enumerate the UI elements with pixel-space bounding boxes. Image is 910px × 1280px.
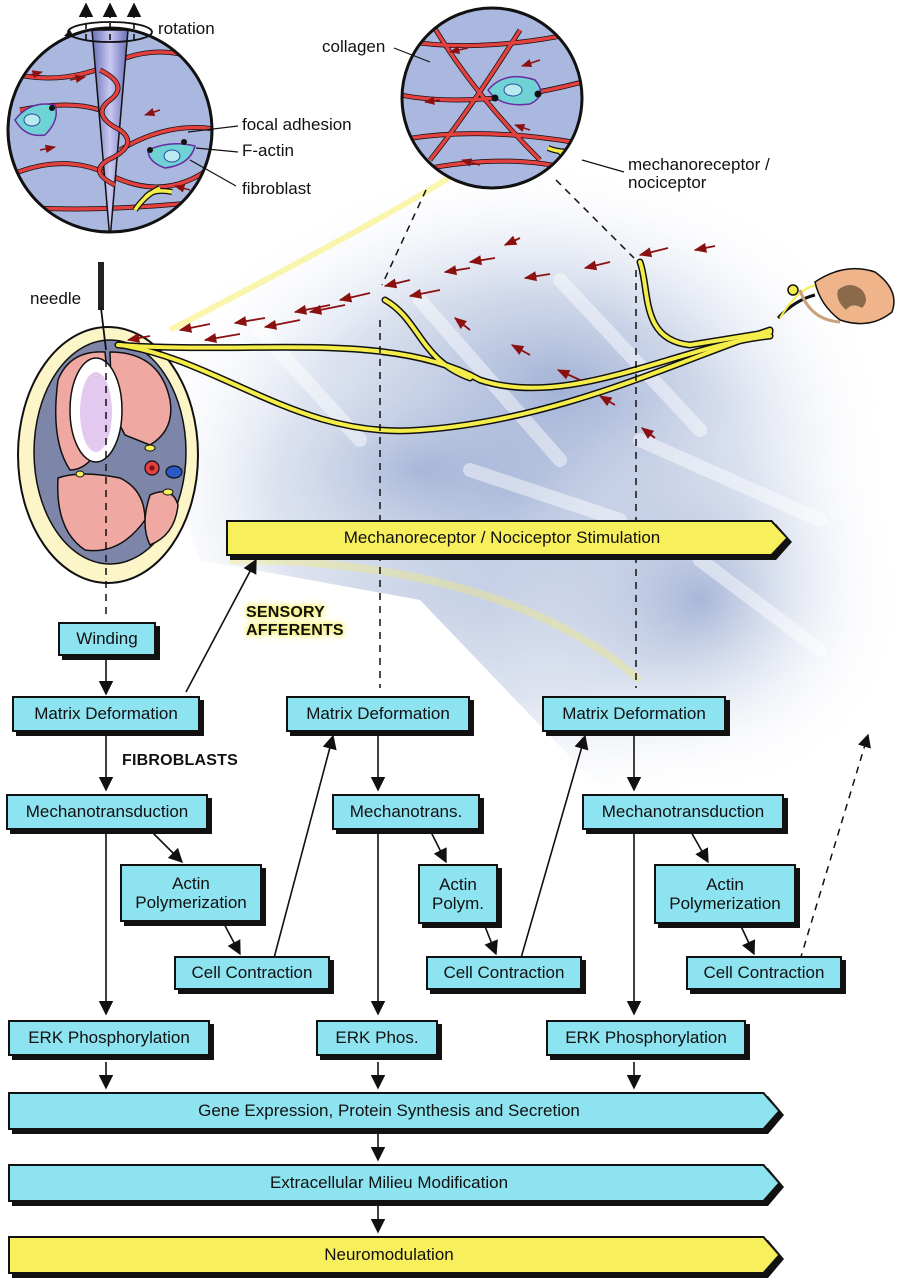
gene-expression-label: Gene Expression, Protein Synthesis and S… <box>10 1094 778 1128</box>
polymerization-label-2: Polym. <box>432 894 484 913</box>
sensory-heading-line2: AFFERENTS <box>246 622 344 640</box>
stimulation-banner: Mechanoreceptor / Nociceptor Stimulation <box>226 520 788 556</box>
erk-phosphorylation-box-3: ERK Phosphorylation <box>546 1020 746 1056</box>
mechanotransduction-box-3: Mechanotransduction <box>582 794 784 830</box>
matrix-deformation-box-1: Matrix Deformation <box>12 696 200 732</box>
nociceptor-label: nociceptor <box>628 173 707 192</box>
spinal-cord <box>776 267 895 325</box>
mechanotransduction-box-1: Mechanotransduction <box>6 794 208 830</box>
f-actin-label: F-actin <box>242 141 294 160</box>
matrix-deformation-box-3: Matrix Deformation <box>542 696 726 732</box>
polymerization-label-1: Polymerization <box>135 893 247 912</box>
actin-label-2: Actin <box>439 874 477 894</box>
polymerization-label-3: Polymerization <box>669 894 781 913</box>
gene-expression-banner: Gene Expression, Protein Synthesis and S… <box>8 1092 780 1130</box>
actin-polymerization-box-2: Actin Polym. <box>418 864 498 924</box>
fibroblasts-heading: FIBROBLASTS <box>122 752 238 769</box>
focal-adhesion-label: focal adhesion <box>242 115 352 134</box>
mechanotransduction-box-2: Mechanotrans. <box>332 794 480 830</box>
needle <box>98 262 107 351</box>
signal-arrows <box>126 235 716 439</box>
flow-connectors <box>98 558 756 1234</box>
sensory-nerves <box>114 258 774 435</box>
fibroblast-label: fibroblast <box>242 179 311 198</box>
cell-contraction-box-1: Cell Contraction <box>174 956 330 990</box>
extracellular-banner: Extracellular Milieu Modification <box>8 1164 780 1202</box>
actin-polymerization-box-3: Actin Polymerization <box>654 864 796 924</box>
actin-label-3: Actin <box>706 874 744 894</box>
tissue-field-background <box>120 160 910 830</box>
matrix-deformation-box-2: Matrix Deformation <box>286 696 470 732</box>
winding-box: Winding <box>58 622 156 656</box>
collagen-label: collagen <box>322 37 386 56</box>
rotation-label: rotation <box>158 19 215 38</box>
magnified-tissue-view <box>393 6 625 190</box>
needle-label: needle <box>30 289 82 308</box>
sensory-heading-line1: SENSORY <box>246 604 326 621</box>
erk-phosphorylation-box-2: ERK Phos. <box>316 1020 438 1056</box>
magnified-needle-view <box>6 2 239 234</box>
sensory-afferents-heading: SENSORY AFFERENTS <box>246 604 344 641</box>
actin-label-1: Actin <box>172 873 210 893</box>
cell-contraction-box-3: Cell Contraction <box>686 956 842 990</box>
leg-cross-section <box>17 326 199 584</box>
stimulation-banner-label: Mechanoreceptor / Nociceptor Stimulation <box>228 522 786 554</box>
mechanoreceptor-label: mechanoreceptor / <box>628 155 770 174</box>
extracellular-label: Extracellular Milieu Modification <box>10 1166 778 1200</box>
neuromodulation-label: Neuromodulation <box>10 1238 778 1272</box>
erk-phosphorylation-box-1: ERK Phosphorylation <box>8 1020 210 1056</box>
neuromodulation-banner: Neuromodulation <box>8 1236 780 1274</box>
dashed-guides <box>105 179 871 961</box>
cell-contraction-box-2: Cell Contraction <box>426 956 582 990</box>
actin-polymerization-box-1: Actin Polymerization <box>120 864 262 922</box>
